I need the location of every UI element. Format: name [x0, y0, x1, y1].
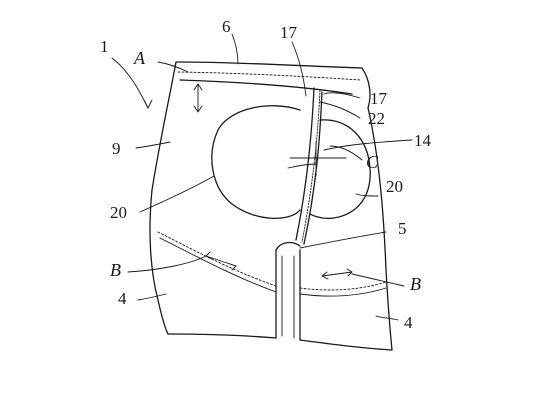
leg-bands: [157, 231, 387, 297]
label-crotch-end: 5: [398, 219, 407, 238]
label-cup-right: 20: [386, 177, 403, 196]
center-seam: [295, 87, 323, 245]
label-crotch-member: 14: [414, 131, 432, 150]
leader-lines: [111, 33, 413, 321]
label-arrow-b-left: B: [110, 260, 121, 280]
label-leg-right: 4: [404, 313, 413, 332]
label-waistband: 6: [222, 17, 231, 36]
label-center-c: C: [366, 152, 379, 172]
label-arrow-a: A: [133, 48, 146, 68]
stretch-arrows: [193, 83, 353, 280]
label-leg-left: 4: [118, 289, 127, 308]
labels: 1 6 17 17 22 14 9 20 20 5 4 4 A B B C: [100, 17, 432, 332]
label-seam-tape: 22: [368, 109, 385, 128]
garment-outline: [149, 61, 393, 351]
label-body-panel: 9: [112, 139, 121, 158]
label-seam-line: 17: [280, 23, 298, 42]
label-cup-left: 20: [110, 203, 127, 222]
cups: [211, 105, 371, 220]
label-garment: 1: [100, 37, 109, 56]
label-arrow-b-right: B: [410, 274, 421, 294]
label-seam-line-2: 17: [370, 89, 388, 108]
